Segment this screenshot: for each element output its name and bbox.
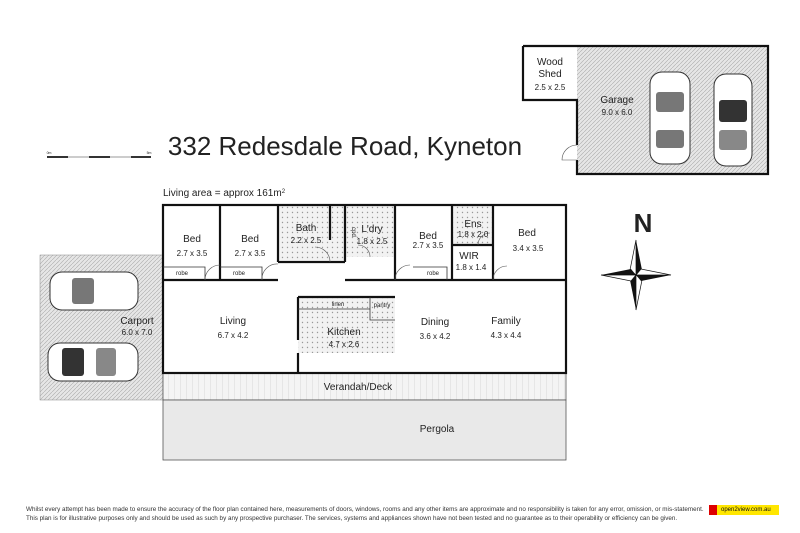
svg-text:4.7 x 2.6: 4.7 x 2.6 bbox=[329, 340, 360, 349]
svg-text:Bed: Bed bbox=[518, 228, 536, 239]
disclaimer: Whilst every attempt has been made to en… bbox=[26, 506, 704, 522]
house: Bed 2.7 x 3.5 Bed 2.7 x 3.5 Bath 2.2 x 2… bbox=[161, 203, 568, 375]
logo-icon bbox=[709, 505, 717, 515]
pergola bbox=[162, 399, 567, 461]
car-icon bbox=[47, 342, 139, 382]
svg-text:6.0 x 7.0: 6.0 x 7.0 bbox=[122, 328, 153, 337]
svg-text:robe: robe bbox=[427, 271, 440, 277]
living-area-text: Living area = approx 161m2 bbox=[163, 188, 286, 199]
svg-text:cpd: cpd bbox=[350, 227, 356, 237]
verandah-label: Verandah/Deck bbox=[324, 382, 393, 393]
scale-bar: 0m 5m bbox=[47, 151, 152, 158]
svg-text:6.7 x 4.2: 6.7 x 4.2 bbox=[218, 331, 249, 340]
svg-text:robe: robe bbox=[176, 271, 189, 277]
car-icon bbox=[49, 271, 139, 311]
pergola-label: Pergola bbox=[420, 424, 455, 435]
svg-text:1.8 x 2.5: 1.8 x 2.5 bbox=[357, 237, 388, 246]
svg-text:4.3 x 4.4: 4.3 x 4.4 bbox=[491, 331, 522, 340]
svg-text:Carport: Carport bbox=[120, 316, 154, 327]
car-icon bbox=[649, 71, 691, 165]
svg-text:2.7 x 3.5: 2.7 x 3.5 bbox=[235, 249, 266, 258]
svg-text:Family: Family bbox=[491, 316, 520, 327]
woodshed-label: Wood bbox=[537, 57, 563, 68]
svg-text:Living: Living bbox=[220, 316, 246, 327]
page-title: 332 Redesdale Road, Kyneton bbox=[168, 131, 522, 161]
svg-text:3.4 x 3.5: 3.4 x 3.5 bbox=[513, 244, 544, 253]
svg-text:Bed: Bed bbox=[241, 234, 259, 245]
garage-label: Garage bbox=[600, 95, 634, 106]
svg-text:Ens: Ens bbox=[464, 219, 481, 230]
svg-text:Bath: Bath bbox=[296, 223, 317, 234]
garage: Wood Shed 2.5 x 2.5 Garage 9.0 x 6.0 bbox=[521, 44, 770, 176]
scale-start: 0m bbox=[47, 151, 52, 155]
svg-text:L'dry: L'dry bbox=[361, 224, 382, 235]
svg-text:3.6 x 4.2: 3.6 x 4.2 bbox=[420, 332, 451, 341]
compass-rose-icon: N bbox=[600, 208, 672, 311]
scale-end: 5m bbox=[147, 151, 152, 155]
car-icon bbox=[713, 73, 753, 167]
carport: Carport 6.0 x 7.0 bbox=[39, 254, 164, 401]
svg-text:robe: robe bbox=[233, 271, 246, 277]
svg-text:pantry: pantry bbox=[374, 303, 391, 309]
svg-text:2.2 x 2.5: 2.2 x 2.5 bbox=[291, 236, 322, 245]
svg-text:Dining: Dining bbox=[421, 317, 449, 328]
svg-text:N: N bbox=[634, 208, 653, 238]
svg-text:Bed: Bed bbox=[183, 234, 201, 245]
woodshed-label: Shed bbox=[538, 69, 561, 80]
svg-text:1.8 x 1.4: 1.8 x 1.4 bbox=[456, 263, 487, 272]
garage-size: 9.0 x 6.0 bbox=[602, 108, 633, 117]
svg-text:WIR: WIR bbox=[459, 251, 478, 262]
svg-text:Bed: Bed bbox=[419, 231, 437, 242]
svg-text:1.8 x 2.0: 1.8 x 2.0 bbox=[458, 230, 489, 239]
svg-text:2.7 x 3.5: 2.7 x 3.5 bbox=[413, 241, 444, 250]
svg-text:2.7 x 3.5: 2.7 x 3.5 bbox=[177, 249, 208, 258]
woodshed-size: 2.5 x 2.5 bbox=[535, 83, 566, 92]
svg-text:Kitchen: Kitchen bbox=[327, 327, 360, 338]
open2view-logo: open2view.com.au bbox=[709, 505, 779, 515]
svg-text:linen: linen bbox=[332, 302, 345, 308]
